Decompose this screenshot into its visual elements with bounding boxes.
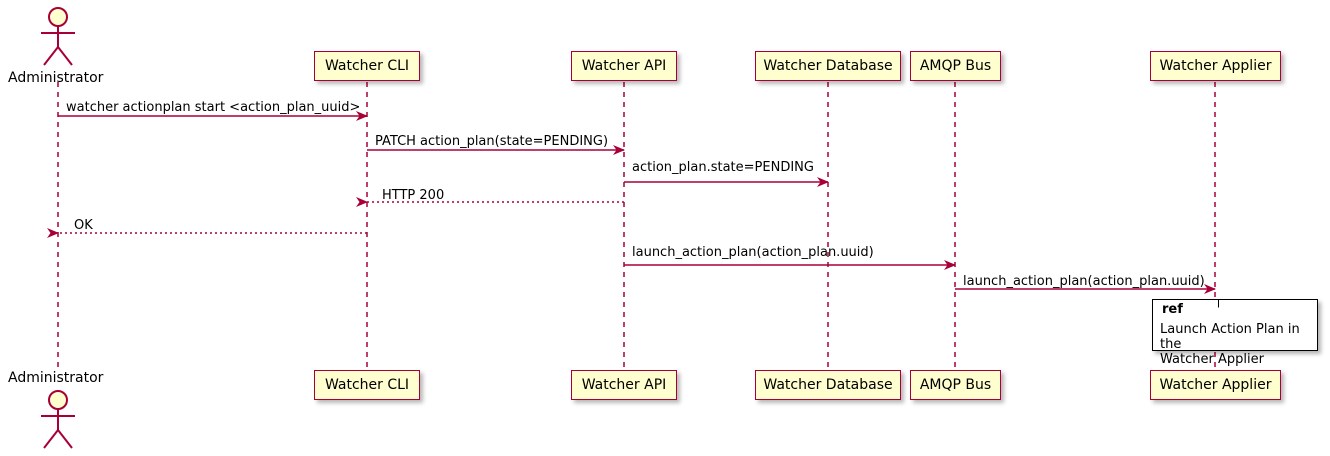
participant-label: Watcher CLI <box>324 58 410 74</box>
ref-fragment: ref Launch Action Plan in the Watcher Ap… <box>1152 299 1318 367</box>
message-arrows-group <box>47 111 1216 294</box>
participant-box-watcher-cli-bottom[interactable]: Watcher CLI <box>314 370 420 400</box>
participant-box-watcher-api-bottom[interactable]: Watcher API <box>571 370 677 400</box>
participant-label: Watcher CLI <box>324 377 410 393</box>
actor-label-administrator-bottom: Administrator <box>8 370 104 386</box>
message-label-2: PATCH action_plan(state=PENDING) <box>375 134 609 149</box>
ref-fragment-text: Launch Action Plan in the Watcher Applie… <box>1160 322 1312 367</box>
message-label-1: watcher actionplan start <action_plan_uu… <box>66 100 361 115</box>
actor-label-administrator-top: Administrator <box>8 70 104 86</box>
actor-administrator-bottom <box>41 390 75 449</box>
participant-label: Watcher Database <box>763 58 893 74</box>
participant-box-watcher-api-top[interactable]: Watcher API <box>571 51 677 81</box>
participant-label: Watcher API <box>581 377 667 393</box>
participant-label: Watcher Database <box>763 377 893 393</box>
message-label-5: OK <box>74 218 93 233</box>
ref-fragment-tab <box>1153 300 1219 319</box>
participant-label: AMQP Bus <box>919 377 992 393</box>
participant-box-watcher-applier-bottom[interactable]: Watcher Applier <box>1150 370 1281 400</box>
participant-label: AMQP Bus <box>919 58 992 74</box>
participant-label: Watcher API <box>581 58 667 74</box>
participant-box-watcher-database-bottom[interactable]: Watcher Database <box>755 370 901 400</box>
participant-label: Watcher Applier <box>1159 377 1272 393</box>
participant-box-watcher-database-top[interactable]: Watcher Database <box>755 51 901 81</box>
ref-text-line-2: Watcher Applier <box>1160 352 1264 367</box>
ref-tab-shape <box>1153 300 1219 319</box>
message-label-4: HTTP 200 <box>382 188 445 203</box>
lifelines-group <box>57 82 1216 370</box>
message-label-7: launch_action_plan(action_plan.uuid) <box>963 274 1205 289</box>
ref-keyword-label: ref <box>1162 302 1183 317</box>
message-label-6: launch_action_plan(action_plan.uuid) <box>632 245 874 260</box>
message-label-3: action_plan.state=PENDING <box>632 160 814 175</box>
participant-box-watcher-applier-top[interactable]: Watcher Applier <box>1150 51 1281 81</box>
participant-box-amqp-bus-bottom[interactable]: AMQP Bus <box>910 370 1001 400</box>
actor-administrator-top <box>41 7 75 66</box>
participant-box-watcher-cli-top[interactable]: Watcher CLI <box>314 51 420 81</box>
ref-text-line-1: Launch Action Plan in the <box>1160 322 1300 352</box>
participant-box-amqp-bus-top[interactable]: AMQP Bus <box>910 51 1001 81</box>
participant-label: Watcher Applier <box>1159 58 1272 74</box>
